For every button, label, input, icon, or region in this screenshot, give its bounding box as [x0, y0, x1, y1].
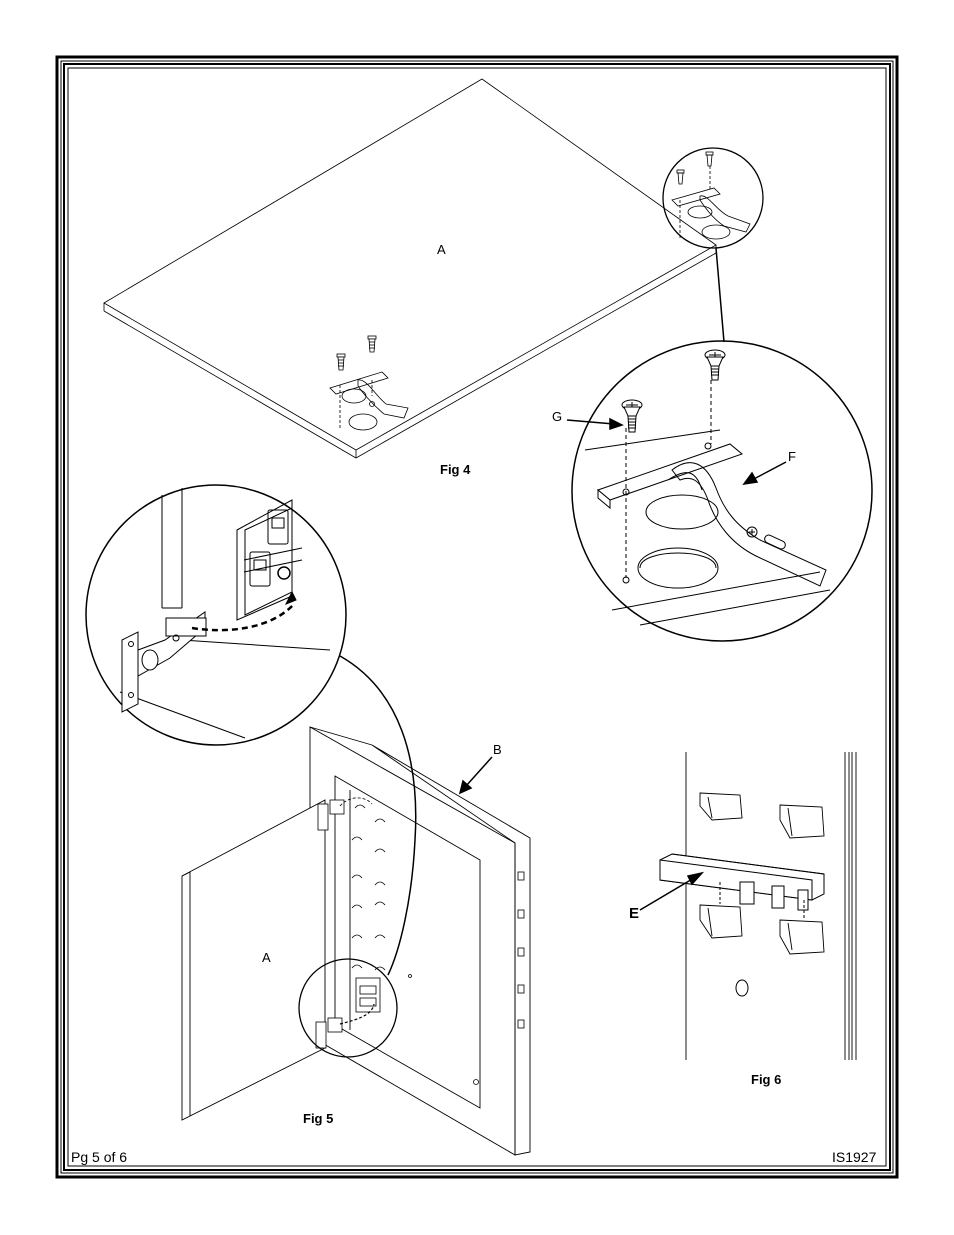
fig5-callout-curve	[340, 656, 416, 975]
part-label-f: F	[788, 449, 796, 464]
fig5-detail-hinge	[120, 488, 330, 738]
fig5-detail-hinge-small	[340, 978, 380, 1024]
figure-caption-fig4: Fig 4	[440, 462, 470, 477]
figure-caption-fig6: Fig 6	[751, 1072, 781, 1087]
screw-upper	[705, 350, 725, 380]
fig5-open-door	[182, 800, 325, 1120]
screw-g	[622, 400, 642, 432]
fig5-shelf-clips	[352, 805, 524, 1085]
document-id: IS1927	[832, 1149, 876, 1165]
fig4-hinge-upper	[672, 152, 750, 239]
fig4-detail-circle-large	[572, 341, 872, 641]
part-label-e: E	[629, 905, 639, 922]
pointer-arrows-fig4	[567, 419, 786, 484]
fig4-detail-hinge	[585, 380, 830, 625]
part-label-g: G	[552, 409, 562, 424]
figure-caption-fig5: Fig 5	[303, 1111, 333, 1126]
fig4-callout-line	[716, 248, 724, 342]
part-label-a-door: A	[262, 950, 271, 965]
page-number: Pg 5 of 6	[71, 1149, 127, 1165]
fig5-cabinet-frame	[310, 727, 530, 1155]
part-label-a-top: A	[437, 242, 446, 257]
fig4-door-panel	[104, 79, 716, 458]
fig4-hinge-lower	[330, 372, 408, 430]
fig4-screws-lower	[337, 336, 376, 370]
pointer-arrow-b	[460, 757, 492, 793]
part-label-b: B	[493, 742, 502, 757]
